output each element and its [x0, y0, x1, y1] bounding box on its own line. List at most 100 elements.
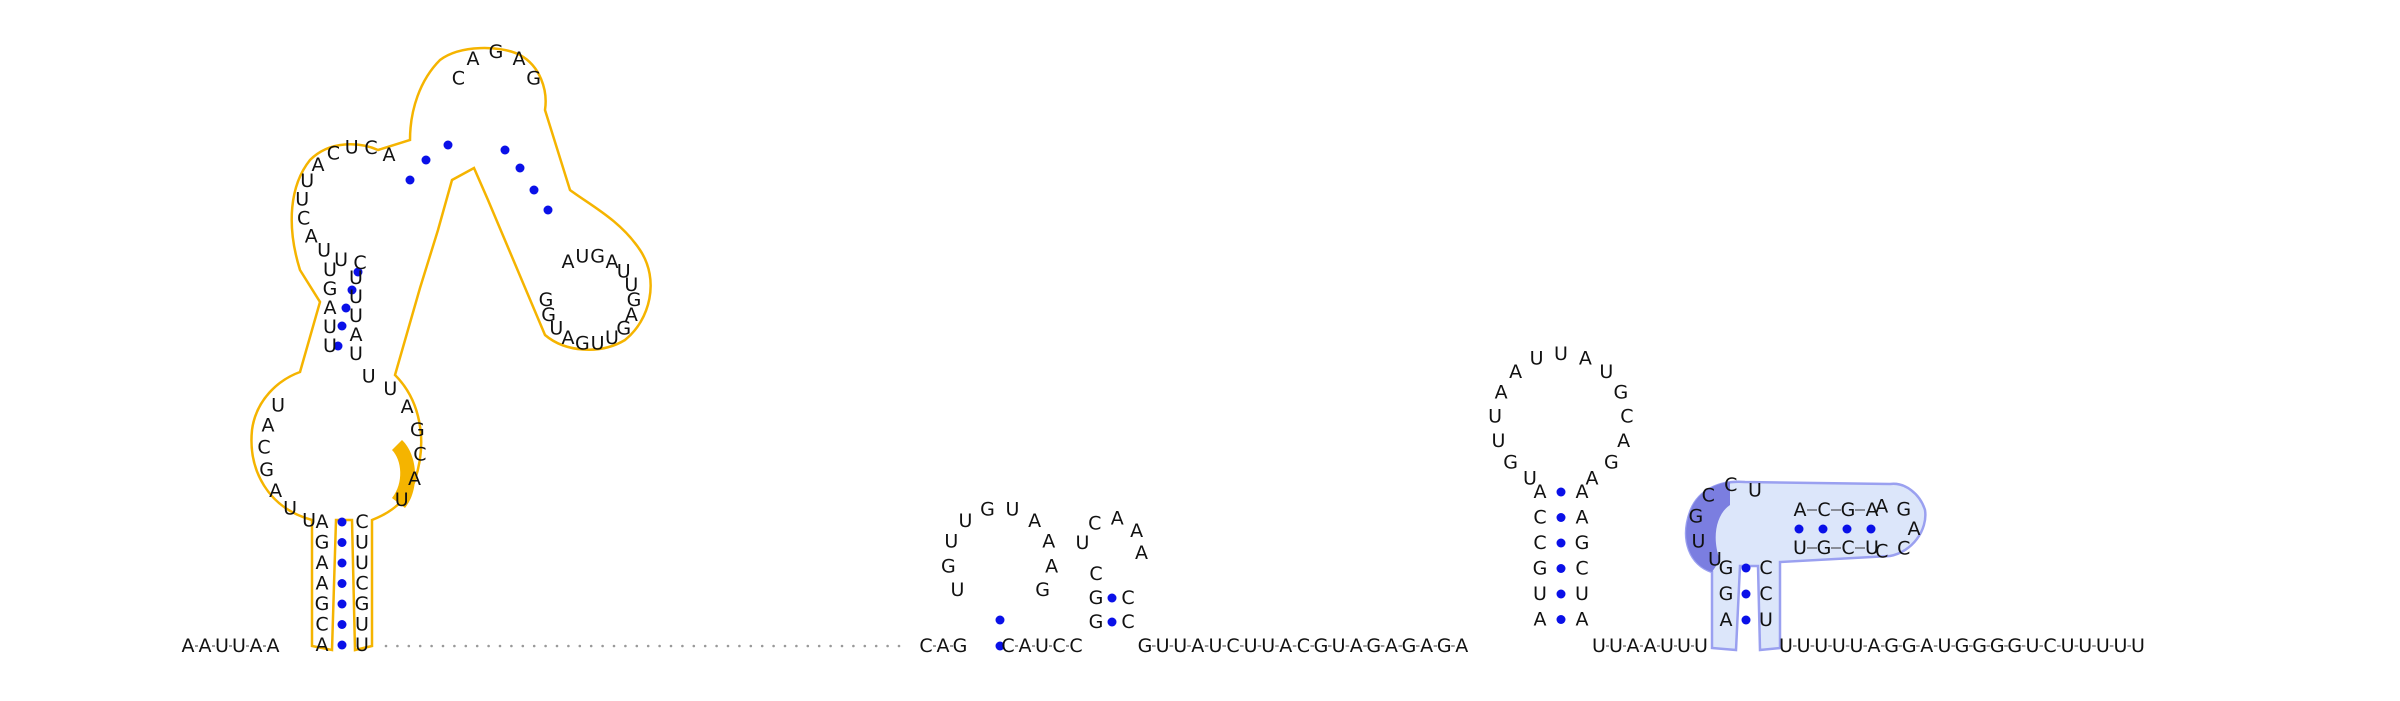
hairpin-1-loop: G — [1035, 579, 1050, 601]
main-strand-nucleotide: A — [1644, 635, 1657, 657]
orange-stem-5p: G — [315, 593, 330, 615]
orange-branch-loop: G — [627, 289, 642, 311]
hairpin-3-stem-3p: A — [1576, 609, 1589, 631]
orange-inner-loop: A — [383, 144, 396, 166]
main-strand-nucleotide: U — [2131, 635, 2145, 657]
orange-branch-loop: G — [616, 317, 631, 339]
main-strand-nucleotide: U — [1592, 635, 1606, 657]
blue-arm-3p: U — [1865, 537, 1879, 559]
orange-branch-loop: G — [541, 304, 556, 326]
gap-dot — [453, 644, 456, 648]
blue-arm-loop: A — [1875, 495, 1888, 517]
blue-stem-5p: A — [1720, 609, 1733, 631]
orange-inner-loop: U — [334, 249, 348, 271]
gap-dot — [396, 644, 399, 648]
hairpin-2-loop: U — [1075, 532, 1089, 554]
orange-domain-outline — [250, 46, 652, 652]
gap-dot — [510, 644, 513, 648]
hairpin-3-stem-5p: U — [1533, 583, 1547, 605]
base-pair-dot — [333, 341, 343, 351]
hairpin-3-loop: A — [1617, 430, 1630, 452]
main-strand-nucleotide: A — [1350, 635, 1363, 657]
hairpin-2-loop: A — [1130, 520, 1143, 542]
base-pair-dot — [405, 175, 415, 185]
orange-inner-loop: A — [312, 154, 325, 176]
main-strand-nucleotide: C — [1226, 635, 1239, 657]
base-pair-dot — [500, 145, 510, 155]
main-strand-nucleotide: U — [1609, 635, 1623, 657]
base-pair-dot — [443, 140, 453, 150]
hairpin-3-loop: U — [1523, 467, 1537, 489]
gap-dot — [498, 644, 502, 648]
base-pair-dot — [337, 558, 347, 568]
base-pair-dot — [1818, 524, 1828, 534]
blue-domain-dark-accent — [1686, 482, 1730, 572]
orange-loop-left: A — [269, 480, 282, 502]
gap-dot — [886, 644, 889, 648]
gap-dot — [544, 644, 547, 648]
orange-branch-stem-5p: G — [526, 67, 541, 89]
base-pair-dot — [1556, 487, 1566, 497]
base-pair-dot — [421, 155, 431, 165]
gap-dot — [897, 644, 901, 648]
main-strand-nucleotide: G — [1138, 635, 1153, 657]
gap-dot — [829, 644, 832, 648]
hairpin-3-stem-5p: C — [1533, 532, 1546, 554]
main-strand-nucleotide: G — [1366, 635, 1381, 657]
orange-branch-loop: G — [590, 246, 605, 268]
hairpin-3-loop: U — [1599, 361, 1613, 383]
orange-upper-stem-5p: U — [323, 316, 337, 338]
base-pair-dot — [1556, 538, 1566, 548]
orange-branch-loop: G — [575, 332, 590, 354]
hairpin-2-loop: A — [1111, 507, 1124, 529]
hairpin-2-stem-5p: C — [1089, 563, 1102, 585]
orange-loop-right: U — [362, 366, 376, 388]
domain-highlights — [250, 46, 1927, 652]
gap-dot — [658, 644, 661, 648]
base-pair-dot — [337, 321, 347, 331]
main-strand-nucleotide: A — [1420, 635, 1433, 657]
main-strand-nucleotide: A — [250, 635, 263, 657]
main-strand-nucleotide: A — [1279, 635, 1292, 657]
orange-branch-stem-5p: C — [452, 67, 465, 89]
gap-dot — [681, 644, 684, 648]
orange-stem-3p: U — [355, 532, 369, 554]
orange-stem-5p: G — [315, 532, 330, 554]
blue-loop: U — [1748, 479, 1762, 501]
orange-branch-loop: U — [591, 332, 605, 354]
gap-dot — [726, 644, 730, 648]
main-strand-nucleotide: A — [1920, 635, 1933, 657]
hairpin-3-stem-3p: A — [1576, 481, 1589, 503]
orange-stem-5p: C — [315, 614, 328, 636]
main-strand-nucleotide: U — [2061, 635, 2075, 657]
base-pair-dot — [337, 517, 347, 527]
main-strand-nucleotide: A — [1627, 635, 1640, 657]
orange-upper-stem-5p: G — [323, 278, 338, 300]
base-pair-dot — [1556, 564, 1566, 573]
orange-inner-loop: C — [364, 137, 377, 159]
main-strand-nucleotide: G — [1437, 635, 1452, 657]
blue-arm-loop: A — [1908, 518, 1921, 540]
orange-upper-stem-3p: U — [349, 286, 363, 308]
orange-upper-stem-5p: A — [324, 297, 337, 319]
gap-dot — [555, 644, 559, 648]
hairpin-1-loop: G — [980, 499, 995, 521]
main-strand-nucleotide: A — [1019, 635, 1032, 657]
main-strand-nucleotide: A — [182, 635, 195, 657]
orange-stem-3p: C — [355, 573, 368, 595]
main-strand-nucleotide: G — [1972, 635, 1987, 657]
hairpin-3-loop: G — [1503, 452, 1518, 474]
gap-dot — [760, 644, 764, 648]
orange-branch-loop: U — [605, 327, 619, 349]
orange-branch-loop: A — [562, 327, 575, 349]
gap-dot — [692, 644, 696, 648]
blue-stem-5p: G — [1719, 557, 1734, 579]
gap-dot — [749, 644, 753, 648]
gap-dot — [646, 644, 650, 648]
blue-loop: U — [1708, 549, 1722, 571]
gap-dot — [795, 644, 798, 648]
main-strand-nucleotide: G — [1955, 635, 1970, 657]
blue-stem-3p: U — [1759, 609, 1773, 631]
orange-upper-stem-5p: U — [323, 259, 337, 281]
